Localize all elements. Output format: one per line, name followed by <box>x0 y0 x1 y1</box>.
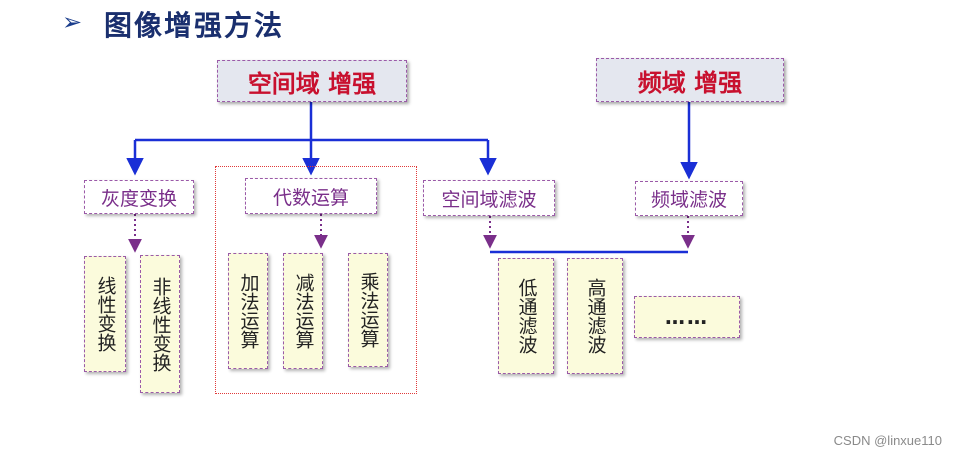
algebra-operation-box: 代数运算 <box>245 178 377 214</box>
subtraction-operation-box: 减法运算 <box>283 253 323 369</box>
highpass-filter-box: 高通滤波 <box>567 258 623 374</box>
more-filters-box: …… <box>634 296 740 338</box>
gray-transform-box: 灰度变换 <box>84 180 194 214</box>
algebra-operation-label: 代数运算 <box>272 186 349 209</box>
multiplication-operation-box: 乘法运算 <box>348 253 388 367</box>
bullet-arrow-icon: ➢ <box>62 8 83 36</box>
frequency-domain-enhancement-label: 频域 增强 <box>637 68 743 97</box>
algebra-group-frame <box>215 166 417 394</box>
linear-transform-box: 线性变换 <box>84 256 126 372</box>
spatial-domain-enhancement-box: 空间域 增强 <box>217 60 407 102</box>
spatial-filter-box: 空间域滤波 <box>423 180 555 216</box>
addition-operation-label: 加法运算 <box>237 273 260 349</box>
addition-operation-box: 加法运算 <box>228 253 268 369</box>
credit-text: CSDN @linxue110 <box>833 433 942 448</box>
linear-transform-label: 线性变换 <box>94 276 117 352</box>
multiplication-operation-label: 乘法运算 <box>357 272 380 348</box>
gray-transform-label: 灰度变换 <box>100 187 177 210</box>
lowpass-filter-box: 低通滤波 <box>498 258 554 374</box>
spatial-filter-label: 空间域滤波 <box>441 188 537 211</box>
page-title: 图像增强方法 <box>104 9 285 42</box>
lowpass-filter-label: 低通滤波 <box>515 278 538 354</box>
subtraction-operation-label: 减法运算 <box>292 273 315 349</box>
nonlinear-transform-label: 非线性变换 <box>149 276 172 372</box>
spatial-domain-enhancement-label: 空间域 增强 <box>247 69 377 98</box>
more-filters-label: …… <box>665 305 709 329</box>
frequency-domain-enhancement-box: 频域 增强 <box>596 58 784 102</box>
highpass-filter-label: 高通滤波 <box>584 278 607 354</box>
nonlinear-transform-box: 非线性变换 <box>140 255 180 393</box>
frequency-filter-box: 频域滤波 <box>635 181 743 216</box>
frequency-filter-label: 频域滤波 <box>650 189 727 211</box>
